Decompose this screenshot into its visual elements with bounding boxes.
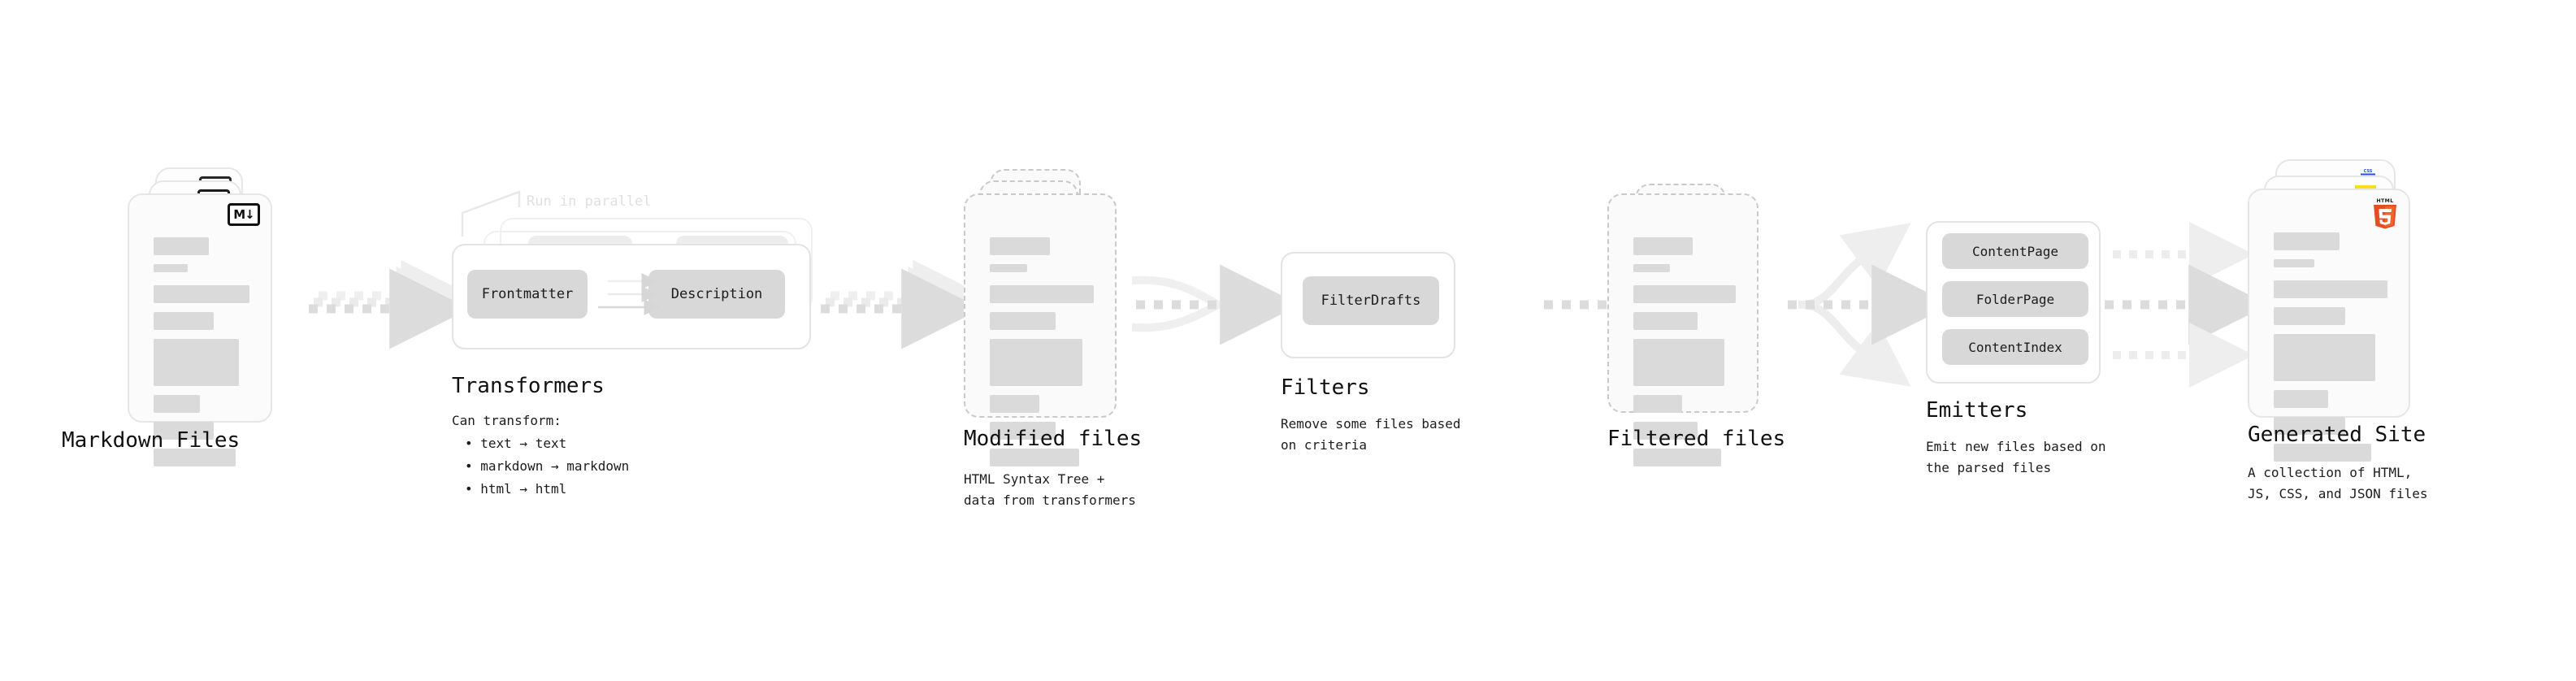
site-card-front: HTML [2248, 189, 2410, 462]
content-row [990, 264, 1028, 272]
css-icon: CSS [2361, 169, 2375, 176]
content-row [1633, 312, 1698, 330]
pill-frontmatter[interactable]: Frontmatter [467, 270, 588, 319]
content-row [2274, 417, 2346, 435]
content-row [154, 449, 236, 466]
pill-folderpage[interactable]: FolderPage [1942, 281, 2088, 317]
arrow-md-to-transformers [309, 260, 473, 349]
content-row [1633, 285, 1736, 303]
content-row [2274, 280, 2387, 298]
content-row [154, 264, 189, 272]
content-row [1633, 237, 1693, 255]
stage-title-filtered-files: Filtered files [1607, 427, 1786, 451]
file-content-placeholder [2274, 232, 2387, 471]
arrow-modified-to-filters [1131, 264, 1301, 345]
file-content-placeholder [1633, 237, 1736, 475]
content-row [1633, 264, 1671, 272]
emitters-subtitle-1: the parsed files [1926, 460, 2052, 475]
transformers-bullet-1: • markdown → markdown [465, 458, 630, 474]
markdown-card-front: M↓ [128, 193, 272, 466]
content-row [2274, 334, 2375, 381]
content-row [154, 312, 215, 330]
content-row [990, 312, 1056, 330]
svg-text:HTML: HTML [2376, 198, 2393, 204]
html5-icon: HTML [2374, 198, 2396, 229]
pill-description[interactable]: Description [648, 270, 785, 319]
emitters-group: ContentPage FolderPage ContentIndex [1926, 221, 2101, 384]
content-row [990, 422, 1056, 440]
svg-text:CSS: CSS [2364, 169, 2373, 174]
transformer-internal-arrows [598, 273, 661, 315]
content-row [1633, 449, 1722, 466]
transformer-group-front: Frontmatter Description [452, 244, 811, 349]
generated-site-subtitle-0: A collection of HTML, [2248, 465, 2413, 480]
content-row [990, 395, 1040, 413]
content-row [1633, 339, 1725, 386]
content-row [2274, 390, 2329, 408]
stage-title-emitters: Emitters [1926, 398, 2028, 423]
content-row [2274, 444, 2372, 462]
file-content-placeholder [154, 237, 249, 475]
filters-group: FilterDrafts [1281, 252, 1455, 358]
content-row [154, 422, 215, 440]
pill-filterdrafts[interactable]: FilterDrafts [1303, 276, 1439, 325]
stage-title-modified-files: Modified files [964, 427, 1143, 451]
stage-title-transformers: Transformers [452, 374, 605, 398]
transformers-subtitle: Can transform: [452, 413, 562, 428]
file-content-placeholder [990, 237, 1094, 475]
modified-files-subtitle-1: data from transformers [964, 492, 1136, 508]
transformers-bullet-0: • text → text [465, 436, 567, 451]
transformers-bullet-2: • html → html [465, 481, 567, 497]
stage-title-filters: Filters [1281, 375, 1370, 400]
content-row [990, 339, 1082, 386]
content-row [154, 237, 210, 255]
pill-contentpage[interactable]: ContentPage [1942, 233, 2088, 269]
content-row [1633, 395, 1683, 413]
content-row [154, 285, 249, 303]
filters-subtitle-0: Remove some files based [1281, 416, 1461, 432]
stage-title-generated-site: Generated Site [2248, 423, 2426, 447]
modified-card-front [964, 193, 1117, 466]
content-row [2274, 259, 2315, 267]
content-row [2274, 307, 2346, 325]
content-row [154, 339, 240, 386]
modified-files-subtitle-0: HTML Syntax Tree + [964, 471, 1105, 487]
arrow-filtered-to-emitters [1788, 223, 1953, 387]
filters-subtitle-1: on criteria [1281, 437, 1367, 453]
content-row [2274, 232, 2340, 250]
generated-site-subtitle-1: JS, CSS, and JSON files [2248, 486, 2428, 501]
markdown-icon: M↓ [228, 203, 260, 226]
content-row [990, 285, 1094, 303]
filtered-card-front [1607, 193, 1759, 466]
arrow-emitters-to-site [2105, 222, 2270, 388]
content-row [1633, 422, 1698, 440]
content-row [154, 395, 200, 413]
emitters-subtitle-0: Emit new files based on [1926, 439, 2106, 454]
content-row [990, 449, 1080, 466]
arrow-transformers-to-modified [821, 260, 985, 349]
content-row [990, 237, 1051, 255]
run-in-parallel-label: Run in parallel [527, 193, 652, 210]
stage-title-markdown-files: Markdown Files [62, 428, 241, 453]
pill-contentindex[interactable]: ContentIndex [1942, 329, 2088, 365]
